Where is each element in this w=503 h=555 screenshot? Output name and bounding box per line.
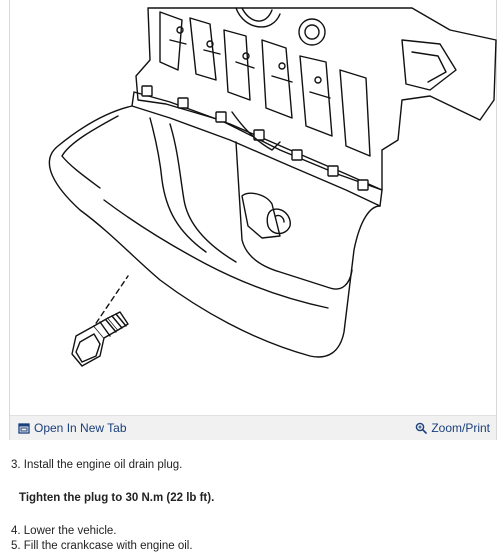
figure-toolbar: Open In New Tab Zoom/Print <box>10 415 496 440</box>
step-fill-crankcase: 5. Fill the crankcase with engine oil. <box>11 540 193 552</box>
zoom-print-link[interactable]: Zoom/Print <box>415 421 490 435</box>
torque-specification: Tighten the plug to 30 N.m (22 lb ft). <box>19 492 215 504</box>
oil-pan-drain-plug-diagram <box>48 7 497 367</box>
drain-boss <box>266 208 291 235</box>
figure-panel: Open In New Tab Zoom/Print <box>9 0 497 440</box>
zoom-print-label: Zoom/Print <box>431 421 490 435</box>
oil-pan <box>48 105 381 358</box>
engine-block <box>135 7 497 191</box>
step-lower-vehicle: 4. Lower the vehicle. <box>11 525 117 537</box>
procedure-steps: 3. Install the engine oil drain plug. Ti… <box>11 458 491 554</box>
step-install-drain-plug: 3. Install the engine oil drain plug. <box>11 459 183 471</box>
open-in-new-tab-label: Open In New Tab <box>34 421 127 435</box>
pan-flange <box>131 91 383 207</box>
drain-plug-bolt <box>71 311 129 367</box>
flange-bolts <box>141 85 369 191</box>
magnifier-icon <box>416 422 428 434</box>
open-in-new-tab-link[interactable]: Open In New Tab <box>18 421 127 435</box>
open-new-tab-icon <box>18 423 30 434</box>
